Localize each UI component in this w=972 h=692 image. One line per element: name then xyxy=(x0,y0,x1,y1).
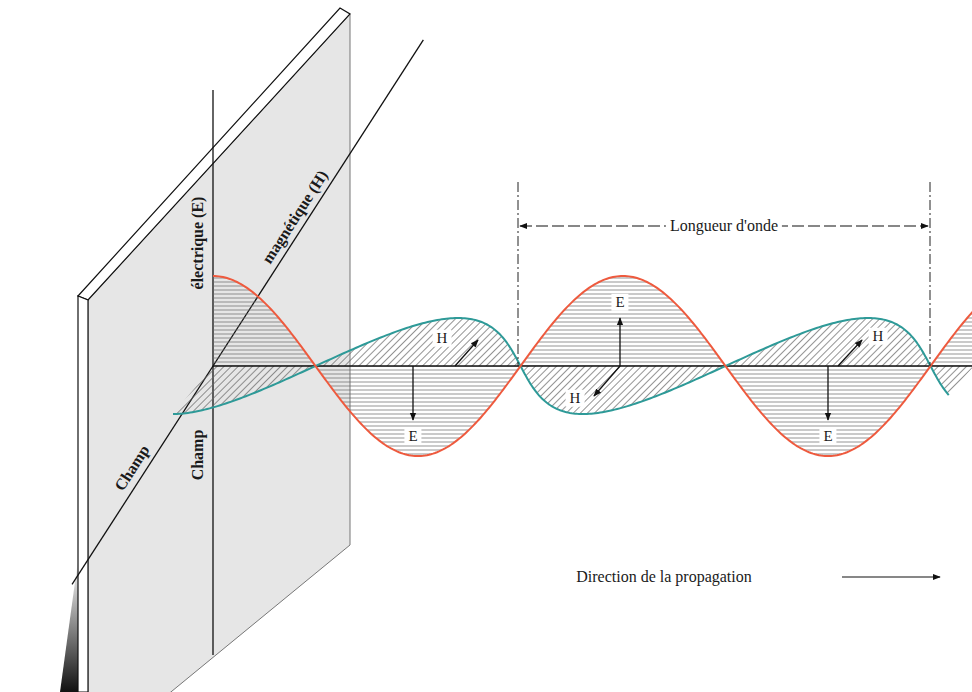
axis-label: magnétique (H) xyxy=(259,167,332,267)
electric-hatch xyxy=(213,276,972,456)
e-vector xyxy=(619,318,620,366)
propagation-axis xyxy=(213,365,972,367)
wave-group xyxy=(72,40,972,655)
axis-label: Champ xyxy=(111,442,153,494)
e-vector xyxy=(412,366,413,420)
field-label: H xyxy=(433,330,452,347)
axis-label: électrique (E) xyxy=(189,197,207,290)
field-label: E xyxy=(611,294,628,311)
field-label: H xyxy=(566,390,585,407)
field-label: E xyxy=(819,428,836,445)
h-vector xyxy=(838,340,862,366)
plate-front-edge xyxy=(78,296,88,692)
field-label: E xyxy=(404,428,421,445)
field-label: H xyxy=(869,328,888,345)
propagation-arrow xyxy=(842,576,940,577)
electric-wave xyxy=(213,276,972,456)
bracket-line xyxy=(518,182,519,366)
e-vector xyxy=(827,366,828,420)
plate-top-edge xyxy=(78,8,350,300)
bracket-line xyxy=(930,182,931,366)
dimension-label: Longueur d'onde xyxy=(666,217,782,235)
h-vector xyxy=(455,340,478,366)
direction-label: Direction de la propagation xyxy=(576,568,752,586)
h-vector xyxy=(594,366,620,396)
axis-label: Champ xyxy=(189,430,207,481)
